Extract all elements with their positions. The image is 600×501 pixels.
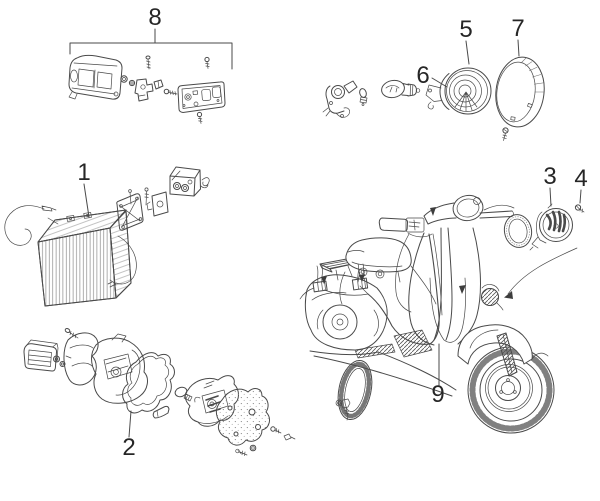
- callout-label-2: 2: [122, 434, 135, 461]
- screw-icon: [204, 56, 210, 69]
- nuts-icon: [120, 75, 136, 87]
- headlamp-assembly: [322, 56, 545, 141]
- light-switch: [322, 80, 358, 118]
- pilot-bulb-icon: [359, 88, 368, 106]
- callout-label-5: 5: [459, 16, 472, 43]
- mount-bracket: [146, 191, 169, 217]
- screw-icon: [144, 187, 149, 206]
- callout-7: 7: [511, 15, 525, 57]
- screw-icon: [145, 55, 151, 70]
- horn-position-leader: [507, 247, 578, 295]
- screw-icon: [196, 111, 203, 124]
- scooter: [299, 194, 555, 434]
- callout-8: 8: [69, 4, 233, 70]
- callout-2: 2: [122, 410, 136, 461]
- frame-lines: [339, 265, 437, 305]
- headlamp-rim-7: [495, 56, 545, 128]
- callout-label-8: 8: [148, 4, 161, 31]
- regulator-box: [37, 209, 132, 307]
- callout-6: 6: [416, 62, 448, 89]
- seat: [345, 237, 412, 283]
- headlamp-bulb-icon: [381, 79, 421, 99]
- backing-plate: [215, 388, 270, 446]
- screw-icon: [64, 328, 79, 339]
- horn-assembly-3: [503, 203, 585, 299]
- callout-5: 5: [459, 16, 473, 65]
- gasket-plate: [116, 193, 144, 231]
- bulb-icon: [174, 386, 193, 402]
- horn-gasket-ring: [503, 214, 533, 248]
- nuts-icon: [53, 355, 66, 367]
- rim-screw-icon: [502, 127, 509, 141]
- callout-9: 9: [431, 343, 445, 408]
- horn-position-arrow: [504, 291, 513, 299]
- handlebar-headset: [378, 194, 515, 238]
- callout-label-1: 1: [77, 159, 90, 186]
- gasket: [122, 352, 175, 414]
- callout-label-4: 4: [574, 165, 587, 192]
- rear-wheel: [337, 359, 373, 421]
- lamp-body: [91, 333, 148, 404]
- lamp-housing: [68, 54, 123, 100]
- left-wire: [4, 205, 57, 246]
- wire-clip: [200, 177, 210, 189]
- headlamp-reflector-5: [425, 67, 492, 115]
- screws-icon: [235, 426, 296, 456]
- tail-lamp-assembly-8: [68, 54, 226, 124]
- callout-label-6: 6: [416, 62, 429, 89]
- bulb-holder-bracket: [134, 78, 154, 102]
- legshield: [395, 227, 481, 346]
- lamp-base-plate: [177, 81, 226, 113]
- callout-label-3: 3: [543, 163, 556, 190]
- lens: [23, 339, 59, 372]
- wiring-harness-9: [299, 233, 466, 345]
- right-wire: [107, 235, 137, 288]
- grommet: [152, 405, 170, 419]
- callout-1: 1: [77, 159, 91, 218]
- ground-bolt: [335, 398, 351, 421]
- regulator-assembly-1: [4, 166, 210, 307]
- callout-4: 4: [574, 165, 588, 204]
- lamp-cover: [63, 332, 99, 386]
- screw-icon: [163, 88, 178, 96]
- floorboard: [309, 329, 457, 397]
- callouts: 8 5 6 7 1 2 3: [69, 4, 588, 461]
- front-fender: [457, 324, 549, 365]
- front-fork: [496, 332, 518, 377]
- junction-box: [169, 166, 201, 197]
- tail-lamp-assembly-2: [23, 328, 296, 456]
- horn-body: [529, 203, 573, 251]
- mounted-horn: [481, 284, 504, 311]
- pin-icon: [128, 189, 132, 205]
- callout-label-7: 7: [511, 15, 524, 42]
- contact-clip: [153, 79, 164, 90]
- horn-screw-4: [574, 204, 585, 213]
- callout-label-9: 9: [431, 381, 444, 408]
- callout-3: 3: [543, 163, 557, 207]
